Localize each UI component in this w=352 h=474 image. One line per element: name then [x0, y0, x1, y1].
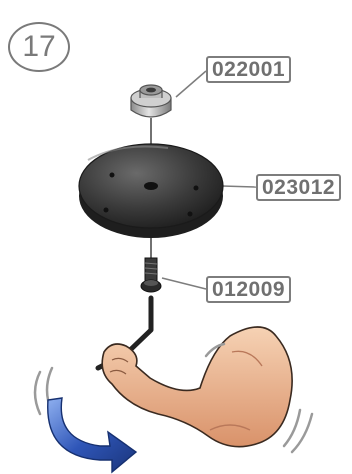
arm-icon	[102, 327, 292, 447]
leader-line-023012	[222, 186, 256, 187]
rotate-arrow-icon	[48, 398, 136, 472]
disc-plate-icon	[79, 144, 223, 238]
part-label-023012: 023012	[256, 174, 341, 201]
leader-line-012009	[162, 278, 206, 289]
bolt-icon	[141, 258, 161, 292]
part-label-012009: 012009	[206, 276, 291, 303]
step-number: 17	[8, 22, 70, 72]
leader-line-022001	[176, 71, 206, 97]
part-label-022001: 022001	[206, 56, 291, 83]
nut-icon	[131, 85, 171, 117]
